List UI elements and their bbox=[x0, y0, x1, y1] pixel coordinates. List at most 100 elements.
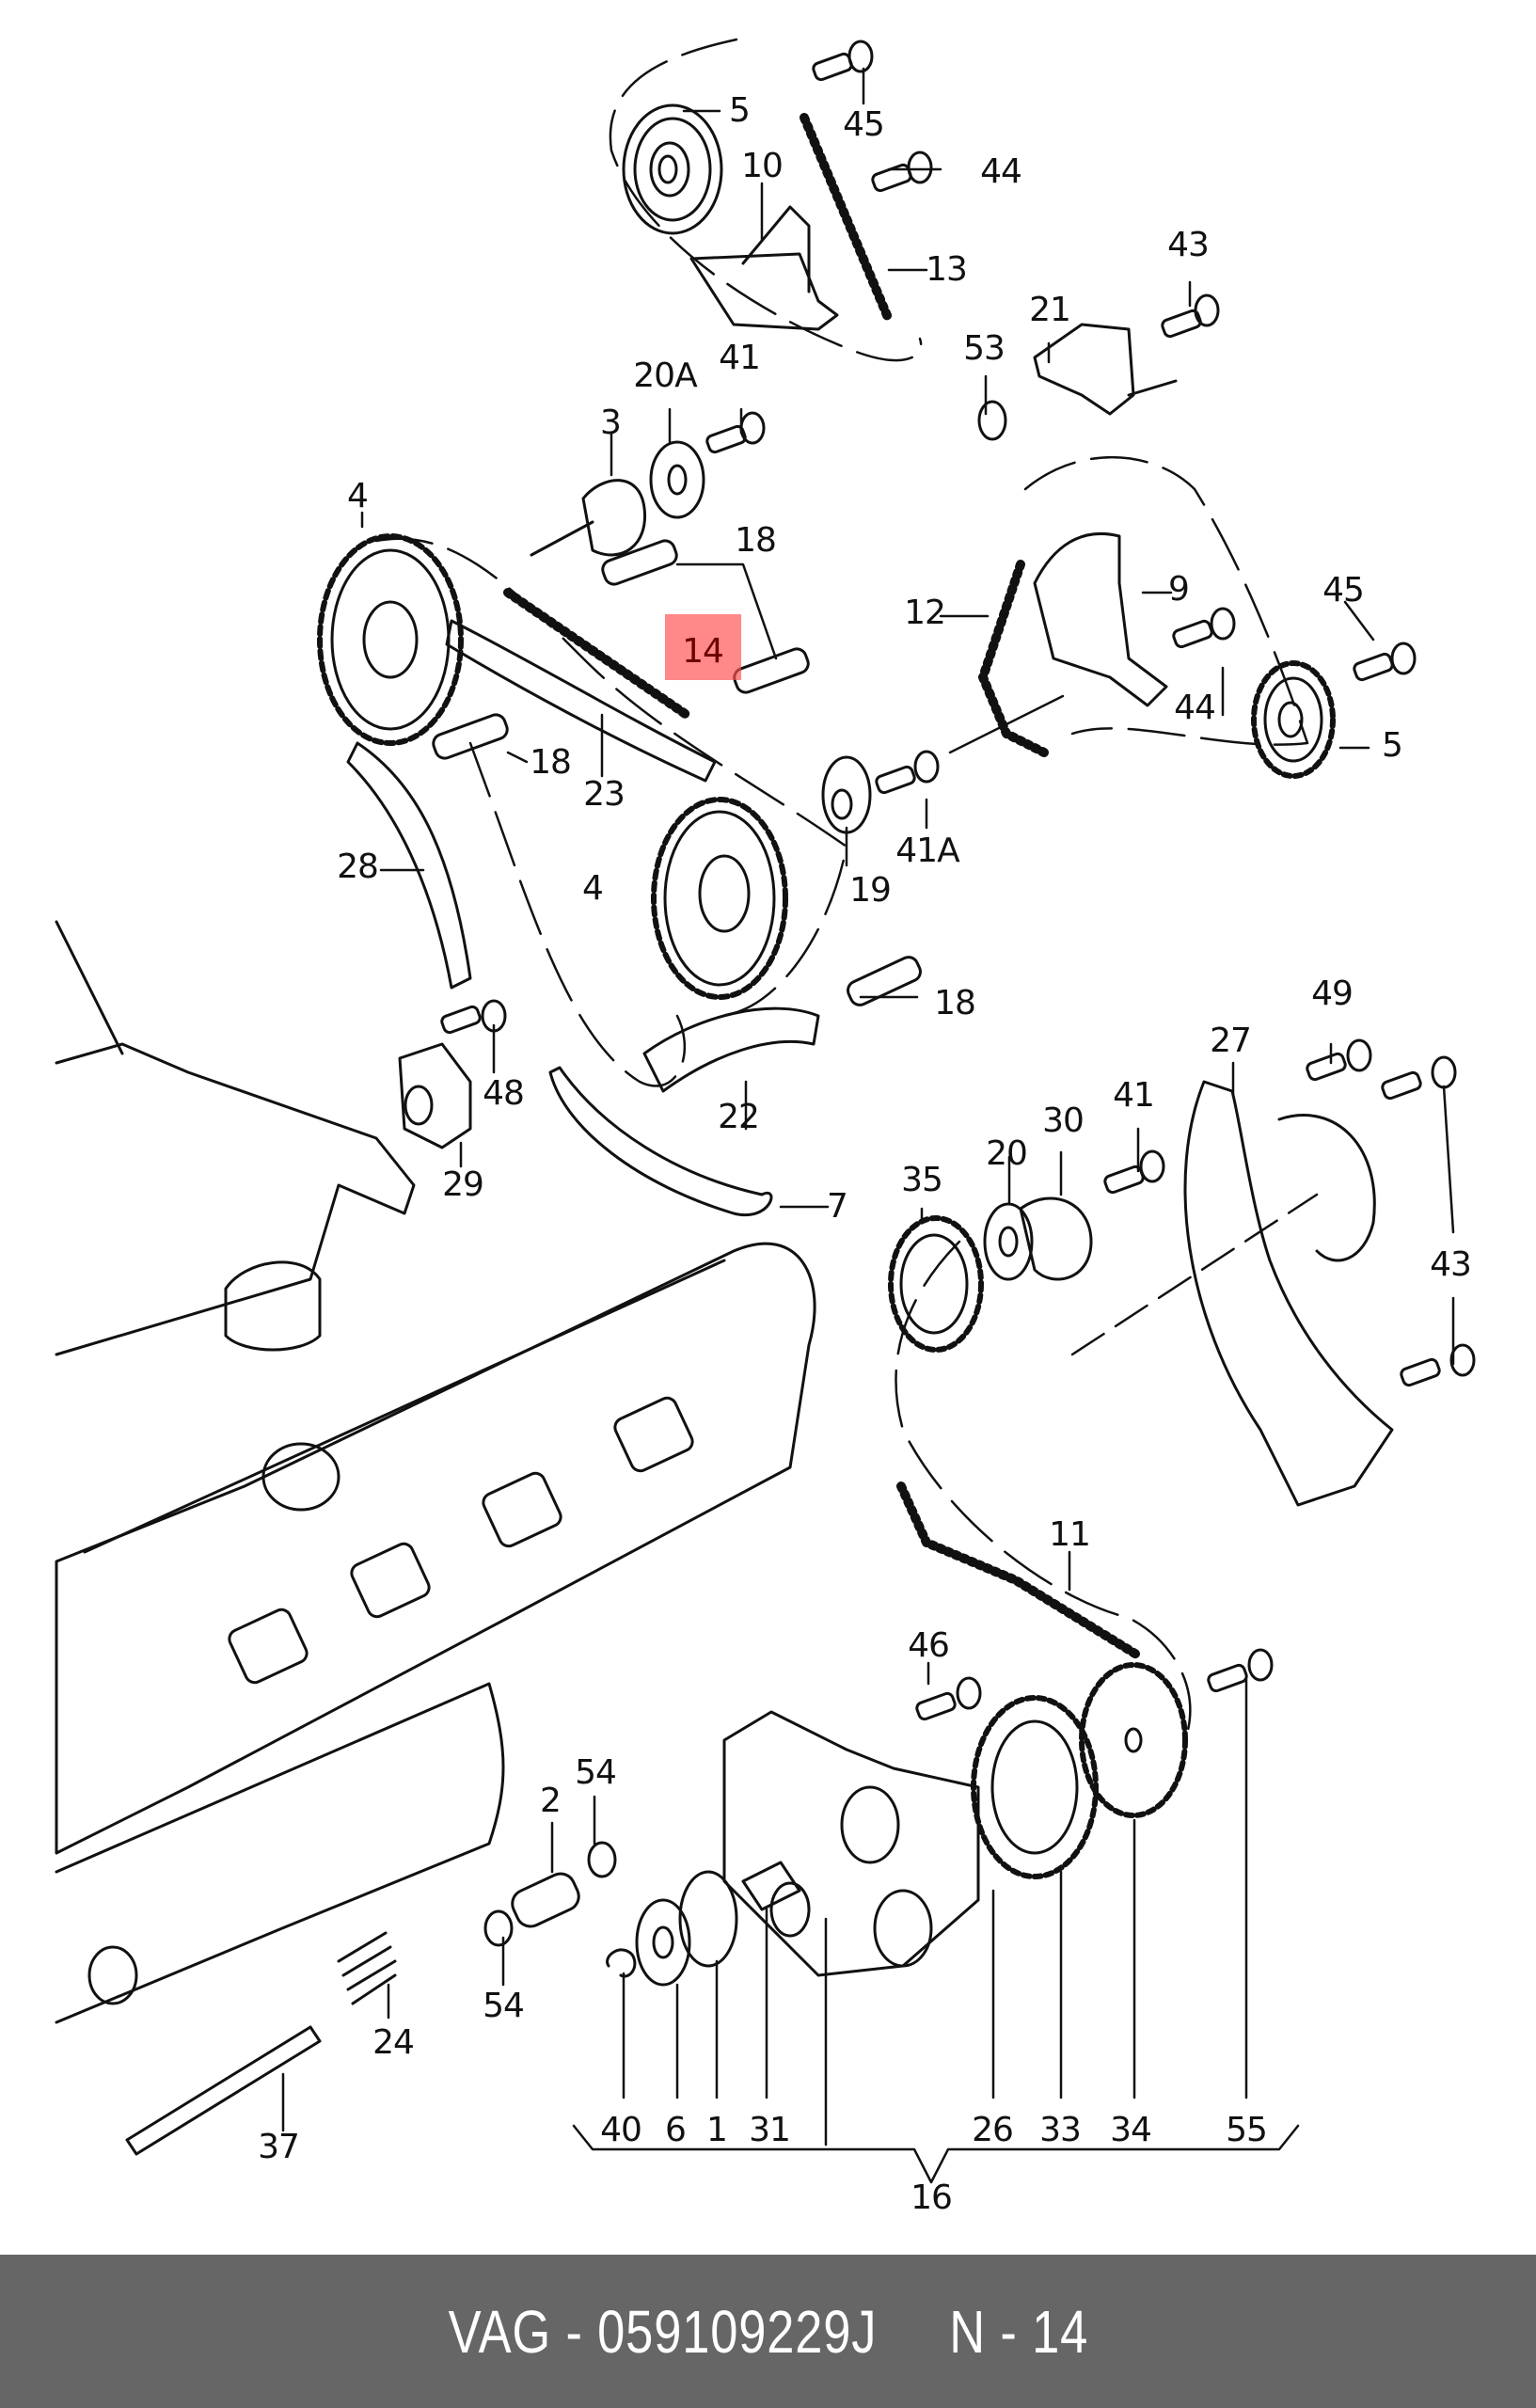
callout-9[interactable]: 9 bbox=[1168, 570, 1190, 609]
washer-20A bbox=[649, 440, 705, 519]
guide-rail-22 bbox=[642, 1006, 820, 1093]
callout-12[interactable]: 12 bbox=[904, 594, 946, 632]
bolt-43-lower bbox=[1400, 1343, 1476, 1387]
circlip-40 bbox=[606, 1948, 637, 1978]
guide-rail-23 bbox=[445, 619, 717, 783]
diagram-line-art bbox=[55, 38, 1476, 2184]
chain-path-lower bbox=[895, 1240, 1192, 1742]
callout-45-top[interactable]: 45 bbox=[843, 105, 885, 144]
shaft-37 bbox=[125, 2025, 322, 2156]
callout-48[interactable]: 48 bbox=[483, 1074, 525, 1113]
sprocket-5-right bbox=[1251, 660, 1336, 779]
chain-path-middle bbox=[374, 537, 848, 1018]
highlight-box-part-14: 14 bbox=[665, 614, 741, 680]
callout-5-top[interactable]: 5 bbox=[729, 91, 751, 130]
callout-2[interactable]: 2 bbox=[540, 1782, 562, 1820]
bolt-46 bbox=[915, 1676, 982, 1721]
callout-13[interactable]: 13 bbox=[926, 250, 968, 289]
gear-33 bbox=[971, 1695, 1099, 1879]
leader-41A bbox=[948, 694, 1065, 754]
callout-20[interactable]: 20 bbox=[986, 1134, 1028, 1173]
callout-31[interactable]: 31 bbox=[749, 2111, 791, 2149]
sprocket-35 bbox=[888, 1215, 984, 1353]
callout-1[interactable]: 1 bbox=[706, 2111, 728, 2149]
washer-20-hole bbox=[998, 1226, 1019, 1258]
washer-6 bbox=[635, 1898, 691, 1987]
bolt-41-right bbox=[1103, 1149, 1165, 1195]
washer-20A-hole bbox=[667, 464, 688, 496]
callout-43-top[interactable]: 43 bbox=[1167, 226, 1210, 264]
callout-6[interactable]: 6 bbox=[665, 2111, 687, 2149]
idler-gear-19 bbox=[821, 755, 872, 834]
bushing-3 bbox=[530, 479, 647, 557]
tensioner-9 bbox=[1033, 531, 1168, 707]
callout-46[interactable]: 46 bbox=[908, 1626, 950, 1665]
callout-28[interactable]: 28 bbox=[337, 848, 379, 886]
callout-44-right[interactable]: 44 bbox=[1174, 689, 1216, 727]
callout-33[interactable]: 33 bbox=[1039, 2111, 1082, 2149]
callout-16[interactable]: 16 bbox=[911, 2178, 953, 2217]
bearing-flange-29 bbox=[398, 1042, 472, 1149]
callout-35[interactable]: 35 bbox=[901, 1161, 943, 1199]
callout-22[interactable]: 22 bbox=[718, 1098, 760, 1136]
callout-18-mid[interactable]: 18 bbox=[530, 743, 572, 782]
bolt-48 bbox=[440, 999, 507, 1035]
callout-24[interactable]: 24 bbox=[372, 2023, 415, 2062]
callout-41A[interactable]: 41A bbox=[895, 832, 959, 870]
washer-20 bbox=[983, 1202, 1034, 1281]
callout-10[interactable]: 10 bbox=[741, 147, 784, 185]
callout-34[interactable]: 34 bbox=[1110, 2111, 1152, 2149]
callout-27[interactable]: 27 bbox=[1210, 1022, 1252, 1060]
callout-55[interactable]: 55 bbox=[1226, 2111, 1268, 2149]
callout-19[interactable]: 19 bbox=[849, 871, 892, 910]
seal-ring-53 bbox=[977, 400, 1007, 441]
sprocket-34 bbox=[1079, 1662, 1188, 1818]
oil-pump-assembly bbox=[722, 1710, 980, 1977]
callout-54-lower[interactable]: 54 bbox=[483, 1987, 525, 2025]
callout-49[interactable]: 49 bbox=[1311, 974, 1354, 1013]
callout-37[interactable]: 37 bbox=[258, 2128, 300, 2166]
bolt-49 bbox=[1306, 1038, 1372, 1082]
callout-7[interactable]: 7 bbox=[827, 1187, 848, 1226]
bolt-44-right bbox=[1172, 607, 1236, 649]
callout-23[interactable]: 23 bbox=[583, 775, 625, 814]
bushing-30 bbox=[1019, 1196, 1093, 1281]
callout-54-upper[interactable]: 54 bbox=[575, 1753, 617, 1792]
bolt-41A bbox=[875, 750, 940, 795]
chain-path-upper bbox=[609, 38, 923, 362]
callout-43-right[interactable]: 43 bbox=[1430, 1245, 1472, 1284]
callout-4-lower[interactable]: 4 bbox=[582, 869, 604, 908]
callout-20A[interactable]: 20A bbox=[633, 356, 697, 395]
leader-18-bracket bbox=[675, 562, 778, 660]
callout-5-right[interactable]: 5 bbox=[1382, 726, 1403, 765]
o-ring-54-a bbox=[483, 1909, 514, 1947]
callout-30[interactable]: 30 bbox=[1042, 1101, 1085, 1140]
callout-14[interactable]: 14 bbox=[682, 632, 724, 671]
gasket-7 bbox=[548, 1066, 773, 1217]
bolt-44-top bbox=[871, 150, 933, 193]
cylinder-head bbox=[55, 920, 816, 2024]
callout-53[interactable]: 53 bbox=[963, 329, 1006, 368]
callout-29[interactable]: 29 bbox=[442, 1165, 484, 1204]
callout-4-upper[interactable]: 4 bbox=[347, 477, 369, 515]
callout-21[interactable]: 21 bbox=[1029, 291, 1071, 329]
callout-41-top[interactable]: 41 bbox=[719, 339, 761, 377]
pin-18-lower bbox=[847, 956, 922, 1006]
callout-44-top[interactable]: 44 bbox=[980, 152, 1022, 191]
callout-3[interactable]: 3 bbox=[600, 404, 622, 442]
callout-11[interactable]: 11 bbox=[1049, 1515, 1091, 1554]
callout-18-lower[interactable]: 18 bbox=[934, 984, 976, 1022]
pin-18-b bbox=[733, 647, 810, 694]
pin-18-a bbox=[601, 539, 678, 586]
o-ring-1 bbox=[678, 1870, 738, 1968]
chain-path-right bbox=[1023, 455, 1309, 746]
axis-line-right bbox=[1070, 1193, 1319, 1356]
chain-12 bbox=[978, 560, 1049, 757]
sprocket-4-upper bbox=[317, 533, 464, 746]
callout-40[interactable]: 40 bbox=[600, 2111, 642, 2149]
callout-45-right[interactable]: 45 bbox=[1322, 571, 1365, 610]
callout-41-right[interactable]: 41 bbox=[1113, 1076, 1155, 1115]
callout-18-upper[interactable]: 18 bbox=[735, 521, 777, 560]
callout-26[interactable]: 26 bbox=[972, 2111, 1014, 2149]
bearing-flange-29-bore bbox=[404, 1085, 434, 1126]
